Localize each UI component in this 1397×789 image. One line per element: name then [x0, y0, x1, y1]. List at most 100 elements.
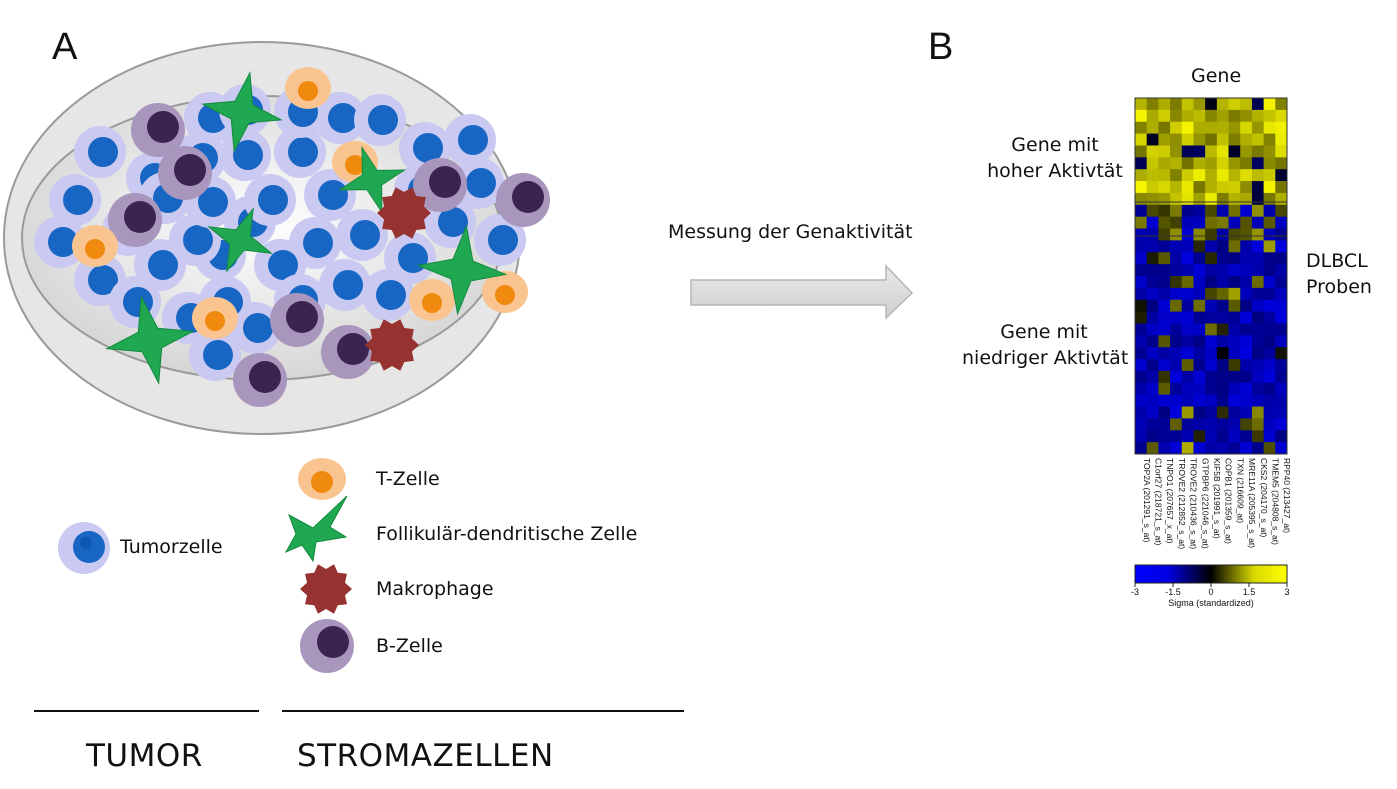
heatmap-cell [1240, 264, 1253, 277]
heatmap-cell [1216, 264, 1229, 277]
heatmap-cell [1158, 287, 1171, 301]
heatmap-cell [1251, 157, 1265, 170]
heatmap-cell [1181, 157, 1194, 170]
heatmap-cell [1170, 121, 1183, 134]
heatmap-cell [1205, 98, 1218, 111]
heatmap-cell [1146, 418, 1159, 431]
heatmap-cell [1181, 240, 1194, 253]
heatmap-cell [1240, 430, 1253, 443]
legend-label-fdc: Follikulär-dendritische Zelle [376, 523, 638, 545]
heatmap-cell [1170, 394, 1183, 407]
high-activity-line-2: hoher Aktivtät [987, 159, 1123, 182]
heatmap-cell [1205, 311, 1218, 324]
follicular-dendritic-cell [207, 207, 273, 273]
heatmap-cell [1263, 430, 1276, 443]
heatmap-cell [1275, 157, 1288, 170]
heatmap-cell [1158, 264, 1171, 277]
tumor-cell [74, 126, 126, 178]
heatmap-cell [1181, 228, 1194, 241]
heatmap-cell [1170, 169, 1183, 182]
heatmap-cell [1193, 98, 1206, 111]
heatmap-cell [1158, 145, 1171, 158]
heatmap-cell [1240, 204, 1253, 218]
heatmap-cell [1193, 240, 1206, 253]
heatmap-cell [1240, 181, 1253, 194]
heatmap-cell [1170, 145, 1183, 158]
heatmap-cell [1251, 359, 1265, 372]
samples-line-1: DLBCL [1306, 250, 1368, 272]
heatmap-cell [1240, 347, 1253, 360]
heatmap-cell [1251, 394, 1265, 407]
heatmap-cell [1181, 216, 1194, 229]
heatmap-cell [1135, 323, 1148, 336]
heatmap-cell [1193, 109, 1206, 123]
heatmap-cell [1181, 121, 1194, 134]
heatmap-cell [1135, 169, 1148, 182]
heatmap-cell [1216, 228, 1229, 241]
heatmap-cell [1251, 347, 1265, 360]
heatmap-cell [1193, 204, 1206, 218]
heatmap-cell [1228, 192, 1241, 206]
heatmap-cell [1228, 228, 1241, 241]
heatmap-cell [1135, 442, 1148, 455]
heatmap-cell [1181, 323, 1194, 336]
heatmap-cell [1251, 145, 1265, 158]
heatmap-cell [1135, 240, 1148, 253]
heatmap-cell [1193, 216, 1206, 229]
heatmap-cell [1170, 98, 1183, 111]
heatmap-cell [1240, 216, 1253, 229]
cell-cluster [34, 67, 550, 407]
heatmap-cell [1216, 287, 1229, 301]
macrophage [365, 319, 419, 371]
heatmap-cell [1228, 347, 1241, 360]
heatmap-cell [1228, 418, 1241, 431]
heatmap-cell [1251, 418, 1265, 431]
heatmap-cell [1216, 98, 1229, 111]
heatmap-cell [1135, 121, 1148, 134]
heatmap-cell [1228, 323, 1241, 336]
heatmap-cell [1135, 394, 1148, 407]
heatmap-cell [1275, 335, 1288, 348]
heatmap-cell [1146, 252, 1159, 265]
heatmap-cell [1170, 323, 1183, 336]
gene-label: RPP40 (213427_at) [1282, 458, 1292, 533]
heatmap-cell [1216, 335, 1229, 348]
heatmap-cell [1158, 418, 1171, 431]
heatmap-cell [1216, 240, 1229, 253]
heatmap-cell [1228, 121, 1241, 134]
heatmap-cell [1193, 145, 1206, 158]
heatmap-frame [1134, 97, 1288, 455]
heatmap-cell [1193, 192, 1206, 206]
heatmap-cell [1146, 335, 1159, 348]
heatmap-cell [1240, 370, 1253, 384]
heatmap-cell [1251, 98, 1265, 111]
heatmap-cell [1263, 382, 1276, 396]
heatmap-cell [1146, 394, 1159, 407]
heatmap-cell [1263, 276, 1276, 289]
heatmap-cell [1251, 121, 1265, 134]
heatmap-cell [1158, 394, 1171, 407]
heatmap-cell [1263, 418, 1276, 431]
heatmap-cell [1275, 287, 1288, 301]
heatmap-cell [1135, 347, 1148, 360]
heatmap-cell [1146, 382, 1159, 396]
heatmap-cell [1251, 287, 1265, 301]
heatmap-cell [1216, 133, 1229, 146]
tumor-cell [304, 169, 356, 221]
colorbar-tick: 0 [1208, 587, 1213, 597]
heatmap-cell [1263, 98, 1276, 111]
heatmap-cell [1216, 181, 1229, 194]
heatmap-cell [1205, 240, 1218, 253]
heatmap-cell [1193, 264, 1206, 277]
heatmap-cell [1158, 311, 1171, 324]
heatmap-cell [1158, 228, 1171, 241]
heatmap-cell [1228, 311, 1241, 324]
heatmap-cell [1158, 406, 1171, 419]
heatmap-cell [1216, 121, 1229, 134]
heatmap-cell [1181, 299, 1194, 312]
low-activity-label: Gene mit niedriger Aktivtät [962, 320, 1129, 371]
low-activity-line-2: niedriger Aktivtät [962, 346, 1129, 369]
heatmap-cell [1170, 109, 1183, 123]
heatmap-cell [1228, 98, 1241, 111]
heatmap-cell [1158, 204, 1171, 218]
